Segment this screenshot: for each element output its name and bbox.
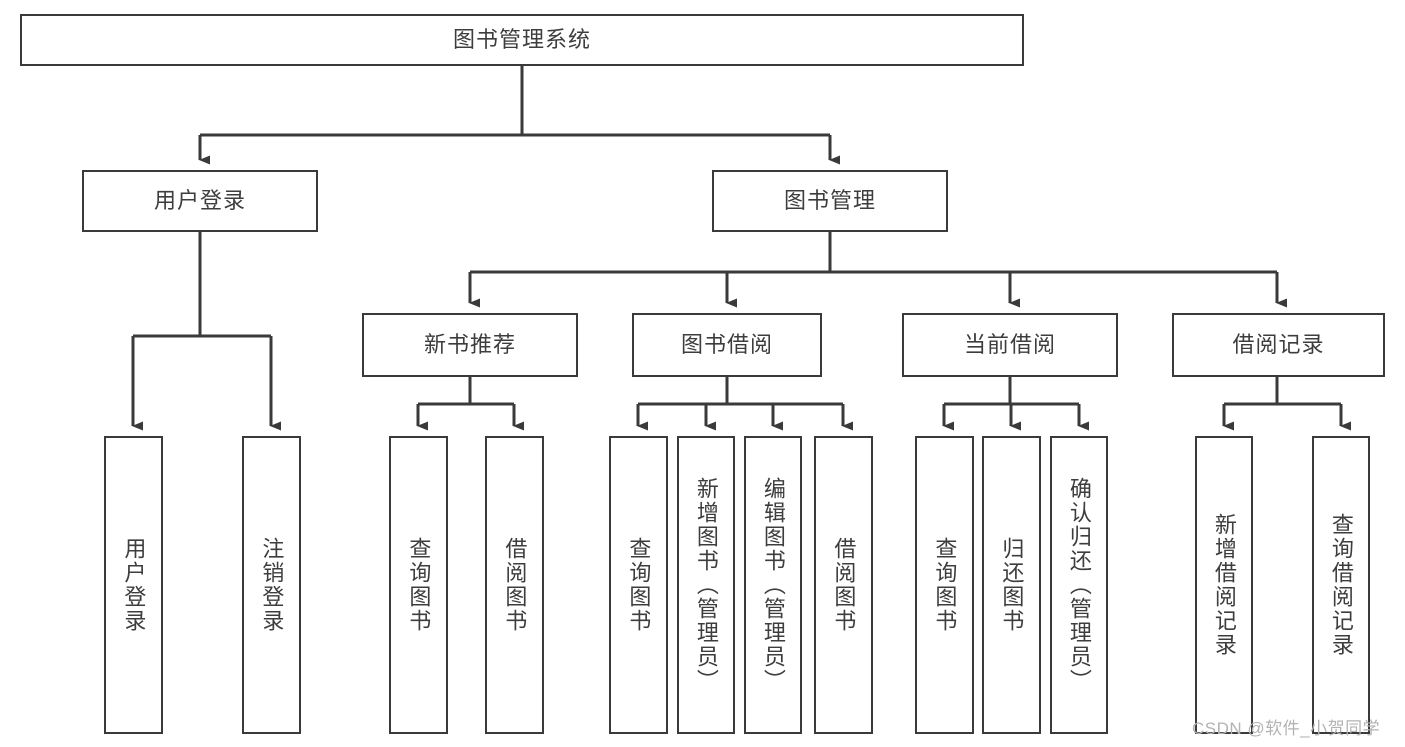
node-leaf-add-borrow-record[interactable]: 新增借阅记录 [1195,436,1253,734]
node-leaf-add-book-admin[interactable]: 新增图书（管理员） [677,436,735,734]
node-book-management[interactable]: 图书管理 [712,170,948,232]
node-leaf-query-book-2[interactable]: 查询图书 [609,436,668,734]
node-leaf-borrow-book-2[interactable]: 借阅图书 [814,436,873,734]
node-root-book-management-system[interactable]: 图书管理系统 [20,14,1024,66]
node-leaf-return-book[interactable]: 归还图书 [982,436,1041,734]
node-user-login[interactable]: 用户登录 [82,170,318,232]
node-current-borrow[interactable]: 当前借阅 [902,313,1118,377]
node-leaf-confirm-return-admin[interactable]: 确认归还（管理员） [1050,436,1108,734]
node-leaf-query-book-3[interactable]: 查询图书 [915,436,974,734]
node-leaf-logout-login[interactable]: 注销登录 [242,436,301,734]
node-leaf-query-book-1[interactable]: 查询图书 [389,436,448,734]
node-leaf-query-borrow-record[interactable]: 查询借阅记录 [1312,436,1370,734]
node-borrow-record[interactable]: 借阅记录 [1172,313,1385,377]
node-new-book-recommend[interactable]: 新书推荐 [362,313,578,377]
node-leaf-edit-book-admin[interactable]: 编辑图书（管理员） [744,436,802,734]
node-leaf-borrow-book-1[interactable]: 借阅图书 [485,436,544,734]
node-book-borrow[interactable]: 图书借阅 [632,313,822,377]
csdn-watermark: CSDN @软件_小贺同学 [1192,719,1381,738]
node-leaf-user-login[interactable]: 用户登录 [104,436,163,734]
